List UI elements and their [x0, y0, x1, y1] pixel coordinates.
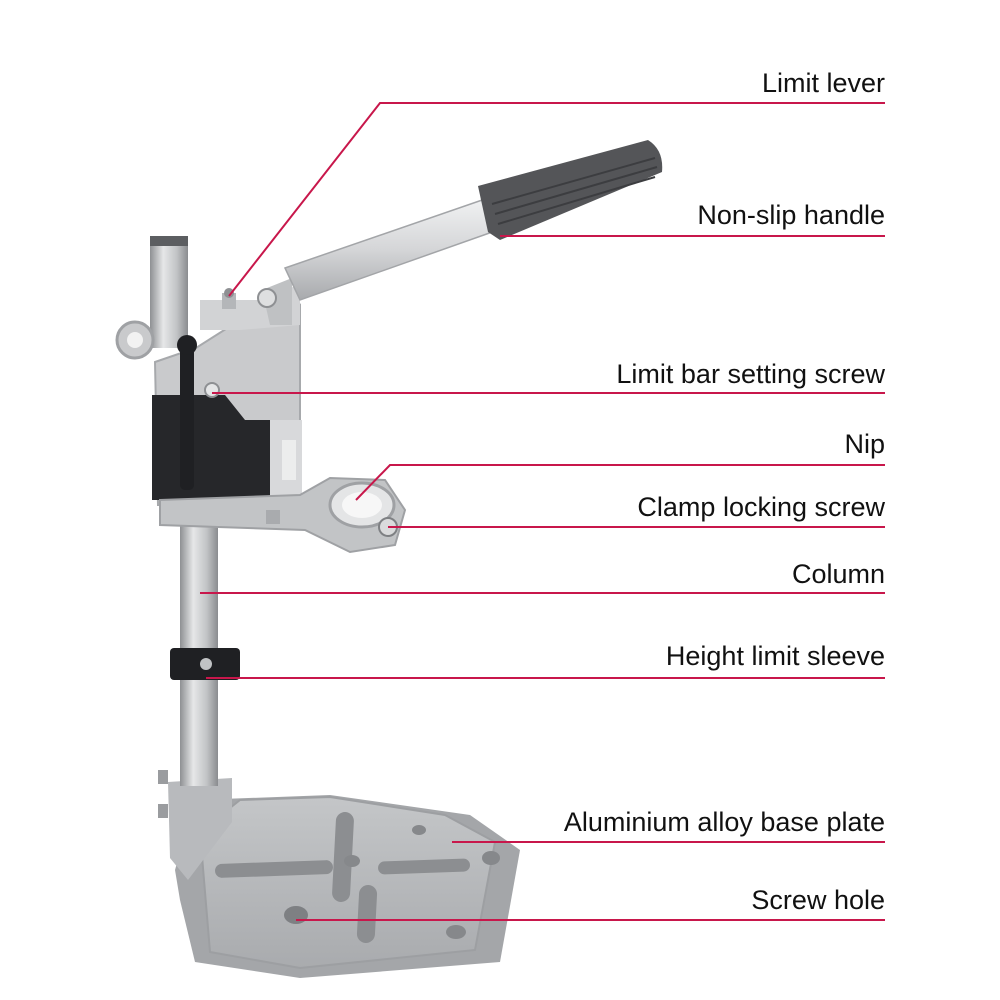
label-column: Column [791, 559, 885, 589]
handle [283, 140, 663, 301]
screw-hole [284, 906, 308, 924]
label-base-plate: Aluminium alloy base plate [563, 807, 885, 837]
carriage [115, 278, 302, 506]
leader-lines [200, 102, 885, 921]
label-nip: Nip [844, 429, 885, 459]
leader-nip [355, 464, 885, 501]
label-limit-lever: Limit lever [761, 68, 885, 98]
label-clamp-locking-screw: Clamp locking screw [637, 492, 885, 522]
column [150, 236, 218, 786]
label-limit-bar-setting-screw: Limit bar setting screw [616, 359, 885, 389]
label-screw-hole: Screw hole [751, 885, 885, 915]
base-plate [158, 770, 520, 978]
height-limit-sleeve [170, 648, 240, 680]
center-hole [344, 855, 360, 867]
label-non-slip-handle: Non-slip handle [697, 200, 885, 230]
leader-limit-lever [228, 102, 885, 297]
label-height-limit-sleeve: Height limit sleeve [665, 641, 885, 671]
